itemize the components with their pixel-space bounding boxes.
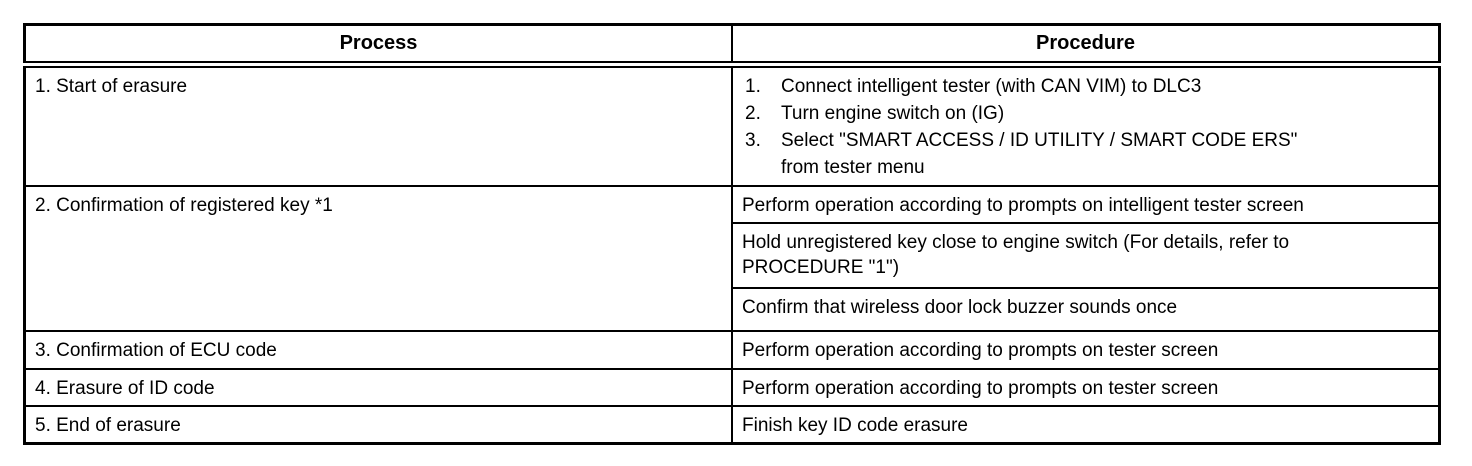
procedure-step: 3. Select "SMART ACCESS / ID UTILITY / S… bbox=[745, 127, 1430, 181]
table-row: 2. Confirmation of registered key *1 Per… bbox=[23, 185, 1441, 332]
procedure-cell: Perform operation according to prompts o… bbox=[731, 330, 1441, 370]
step-number: 2. bbox=[745, 103, 761, 124]
procedure-cell: Hold unregistered key close to engine sw… bbox=[731, 222, 1441, 289]
procedure-step: 2. Turn engine switch on (IG) bbox=[745, 100, 1430, 127]
procedure-column-header: Procedure bbox=[731, 23, 1441, 68]
table-row: Hold unregistered key close to engine sw… bbox=[25, 222, 1441, 289]
process-cell: 4. Erasure of ID code bbox=[23, 368, 733, 407]
process-cell: 5. End of erasure bbox=[23, 405, 733, 445]
process-cell: 1. Start of erasure bbox=[23, 63, 733, 187]
erasure-procedure-table: Process Procedure 1. Start of erasure 1.… bbox=[23, 23, 1441, 445]
step-number: 3. bbox=[745, 130, 761, 151]
procedure-cell: Perform operation according to prompts o… bbox=[731, 368, 1441, 407]
step-number: 1. bbox=[745, 76, 761, 97]
table-row: 4. Erasure of ID code Perform operation … bbox=[23, 368, 1441, 407]
procedure-cell: Confirm that wireless door lock buzzer s… bbox=[731, 287, 1441, 332]
table-header-row: Process Procedure bbox=[23, 23, 1441, 68]
procedure-step: 1. Connect intelligent tester (with CAN … bbox=[745, 73, 1430, 100]
table-row: 5. End of erasure Finish key ID code era… bbox=[23, 405, 1441, 445]
procedure-cell: Perform operation according to prompts o… bbox=[731, 185, 1441, 224]
table-row: 3. Confirmation of ECU code Perform oper… bbox=[23, 330, 1441, 370]
step-text: Connect intelligent tester (with CAN VIM… bbox=[781, 76, 1202, 97]
procedure-cell: 1. Connect intelligent tester (with CAN … bbox=[731, 63, 1441, 187]
step-text: Turn engine switch on (IG) bbox=[781, 103, 1005, 124]
process-column-header: Process bbox=[23, 23, 733, 68]
table-row: Confirm that wireless door lock buzzer s… bbox=[25, 287, 1441, 332]
procedure-cell: Finish key ID code erasure bbox=[731, 405, 1441, 445]
process-cell: 3. Confirmation of ECU code bbox=[23, 330, 733, 370]
table-row: 1. Start of erasure 1. Connect intellige… bbox=[23, 63, 1441, 187]
step-text: Select "SMART ACCESS / ID UTILITY / SMAR… bbox=[781, 130, 1298, 178]
process-cell: 2. Confirmation of registered key *1 bbox=[23, 185, 733, 332]
